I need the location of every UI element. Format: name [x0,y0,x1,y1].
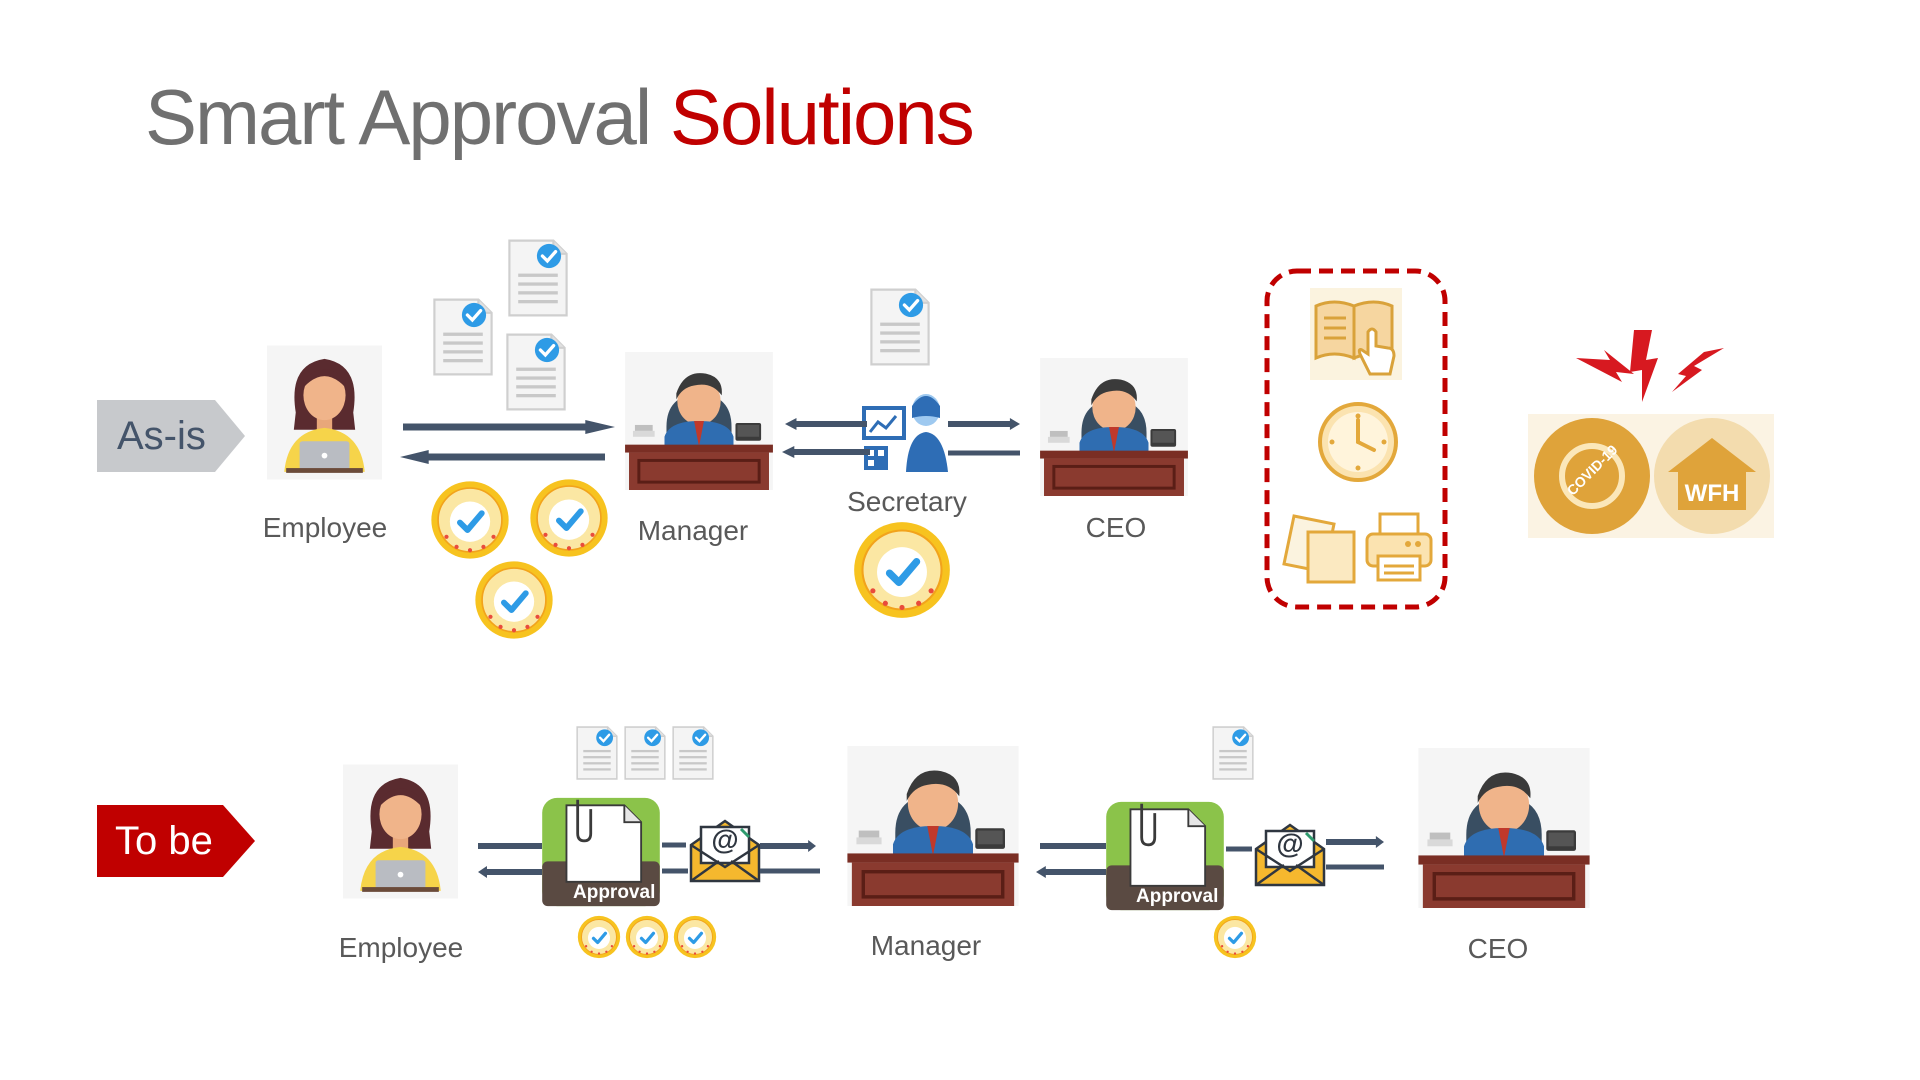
tobe-tag: To be [97,805,255,877]
employee-avatar-asis [267,345,382,480]
document-icon [430,295,496,379]
document-icon [867,285,933,369]
document-icon [622,724,668,782]
printer-icon [1365,512,1433,582]
arrow-left [785,418,867,430]
ceo-desk-tobe [1406,748,1602,908]
arrow-right [1326,836,1384,848]
lightning-icon [1576,330,1724,402]
email-at-symbol: @ [711,824,739,855]
document-icon [503,330,569,414]
covid-wfh-graphic [1528,414,1774,538]
title-accent: Solutions [669,73,975,161]
label-employee-tobe: Employee [338,932,464,963]
label-manager-tobe: Manager [870,930,982,961]
connector-line [662,842,686,848]
connector-line [760,868,820,874]
approved-badge-icon [1212,914,1258,960]
page-title: Smart Approval Solutions [145,73,975,161]
tobe-tag-shape [97,805,255,877]
asis-tag-shape [97,400,245,472]
arrow-left [1036,866,1106,878]
arrow-left [782,446,870,458]
label-secretary: Secretary [847,486,967,517]
wfh-label: WFH [1684,480,1740,507]
document-icon [505,236,571,320]
book-touch-icon [1310,288,1402,380]
connector-line [948,450,1020,456]
asis-tag: As-is [97,400,245,472]
document-icon [670,724,716,782]
arrow-left [478,866,542,878]
arrow-right [760,840,816,852]
app-label-line2: Approval [1136,886,1219,907]
arrow-left [400,450,605,464]
document-icon [574,724,620,782]
document-icon [1210,724,1256,782]
email-at-symbol: @ [1276,828,1304,859]
connector-line [1326,864,1384,870]
secretary-icon [862,394,948,472]
papers-icon [1282,514,1356,584]
arrow-right [403,420,615,434]
approved-badge-icon [428,478,512,562]
approved-badge-icon [672,914,718,960]
approved-badge-icon [850,518,954,622]
approved-badge-icon [576,914,622,960]
approved-badge-icon [472,558,556,642]
app-label-line1: Smart [1136,862,1190,883]
connector-line [1226,846,1252,852]
label-employee-asis: Employee [262,512,388,543]
connector-line [478,843,542,849]
arrow-right [948,418,1020,430]
connector-line [1040,843,1106,849]
clock-icon [1318,402,1398,482]
employee-avatar-tobe [343,764,458,899]
manager-desk-tobe [835,746,1031,906]
label-manager-asis: Manager [637,515,749,546]
label-ceo-asis: CEO [1085,512,1147,543]
ceo-desk-asis [1040,358,1188,496]
approved-badge-icon [624,914,670,960]
app-label-line2: Approval [573,882,656,903]
manager-desk-asis [625,352,773,490]
app-label-line1: Smart [573,858,627,879]
label-ceo-tobe: CEO [1467,933,1529,964]
connector-line [662,868,688,874]
